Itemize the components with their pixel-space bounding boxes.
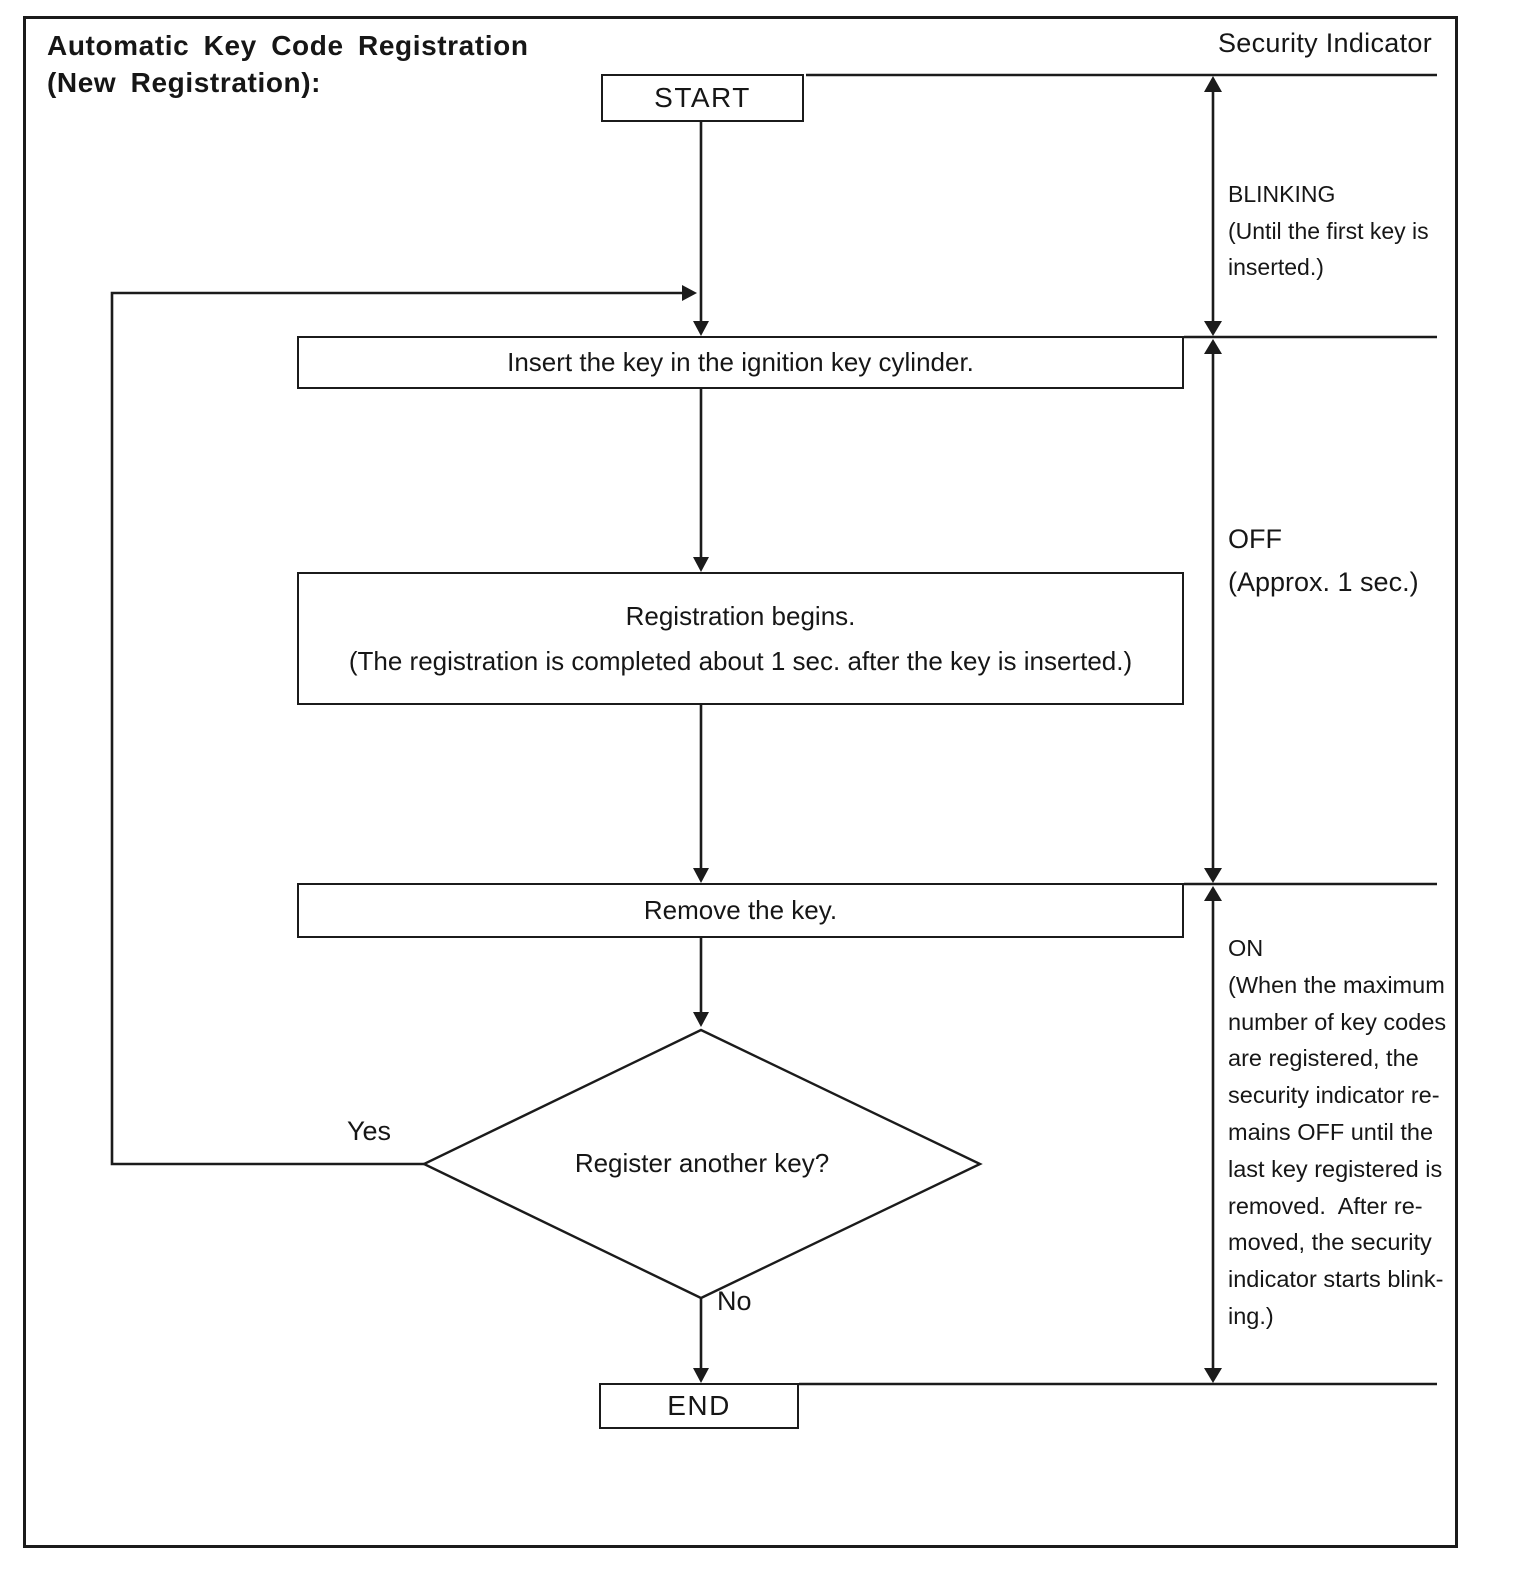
step-registration-node: Registration begins. (The registration i… bbox=[297, 572, 1184, 705]
branch-no-label: No bbox=[717, 1286, 752, 1316]
security-indicator-heading: Security Indicator bbox=[1218, 28, 1432, 58]
end-node: END bbox=[599, 1383, 799, 1429]
step-remove-key-node: Remove the key. bbox=[297, 883, 1184, 938]
start-node: START bbox=[601, 74, 804, 122]
flow-line-start-to-insert bbox=[693, 122, 709, 336]
flow-line-yes-loop bbox=[110, 285, 697, 1166]
step-registration-line1: Registration begins. bbox=[625, 600, 856, 631]
indicator-state-blinking: BLINKING (Until the first key is inserte… bbox=[1228, 181, 1429, 280]
branch-yes-label: Yes bbox=[347, 1116, 392, 1146]
page-title: Automatic Key Code Registration (New Reg… bbox=[47, 30, 529, 98]
step-insert-key-node: Insert the key in the ignition key cylin… bbox=[297, 336, 1184, 389]
indicator-reference-lines bbox=[799, 73, 1437, 1386]
page-border bbox=[23, 16, 1458, 1548]
flow-line-decision-to-end bbox=[693, 1298, 709, 1383]
indicator-arrow-blinking bbox=[1204, 76, 1222, 336]
indicator-state-off: OFF (Approx. 1 sec.) bbox=[1228, 524, 1419, 597]
flow-line-register-to-remove bbox=[693, 705, 709, 883]
indicator-arrow-off bbox=[1204, 339, 1222, 883]
indicator-state-on: ON (When the maximum number of key codes… bbox=[1228, 935, 1447, 1329]
indicator-arrow-on bbox=[1204, 886, 1222, 1383]
decision-diamond bbox=[421, 1028, 983, 1300]
step-registration-line2: (The registration is completed about 1 s… bbox=[348, 645, 1133, 676]
step-remove-key-label: Remove the key. bbox=[643, 895, 838, 925]
step-insert-key-label: Insert the key in the ignition key cylin… bbox=[507, 347, 974, 377]
decision-question: Register another key? bbox=[574, 1148, 830, 1178]
start-node-label: START bbox=[654, 82, 751, 113]
flow-line-insert-to-register bbox=[693, 389, 709, 572]
flow-line-remove-to-decision bbox=[693, 938, 709, 1027]
end-node-label: END bbox=[667, 1390, 731, 1421]
